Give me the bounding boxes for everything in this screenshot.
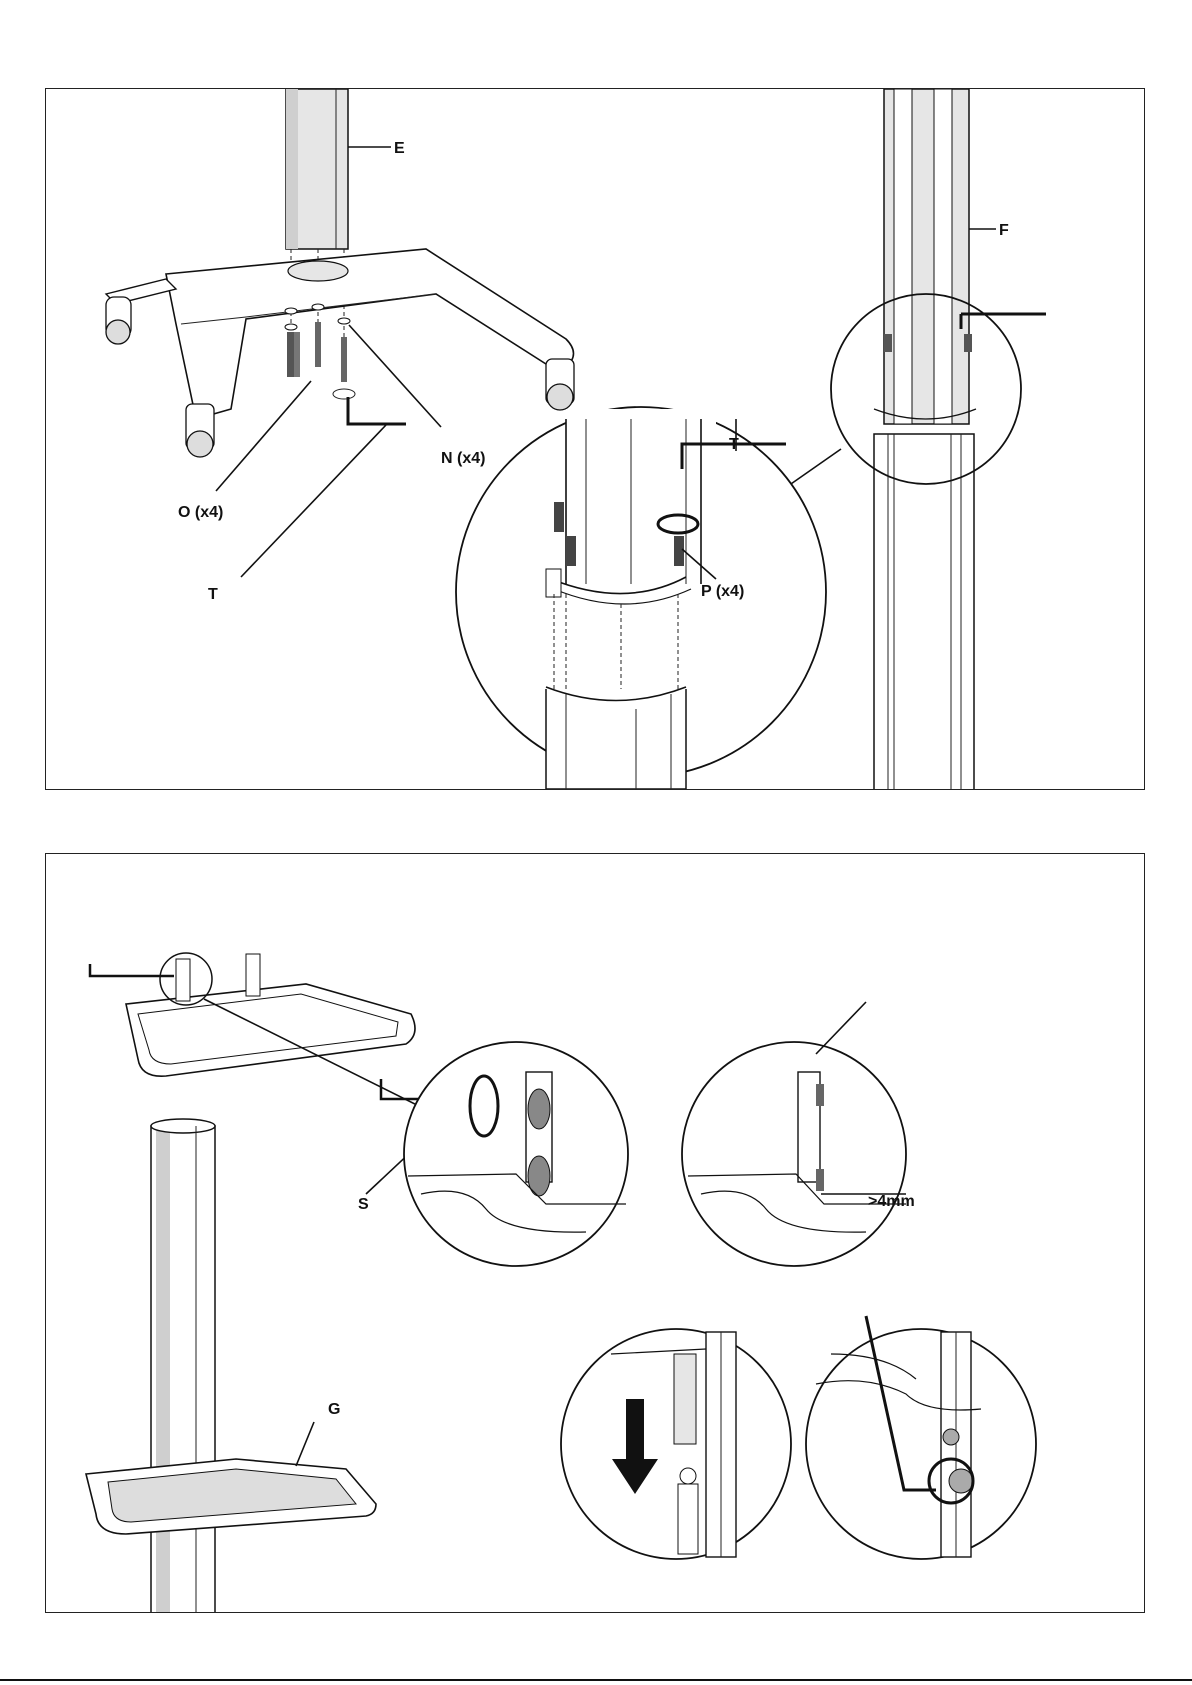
label-p: P (x4) [701,583,744,600]
tray-exploded [90,954,415,1076]
bolts-o [287,322,347,382]
column-e [286,89,391,249]
label-s: S [358,1196,369,1213]
detail-circle-gap [682,1042,906,1266]
label-t-upper: T [729,436,739,453]
detail-circle-slide-down [561,1329,791,1559]
column-f [874,89,1046,790]
detail-circle-lock [806,1316,1036,1559]
column-bottom [151,1119,215,1613]
label-gap: >4mm [868,1193,915,1210]
assembly-step-column-to-base: E N (x4) O (x4) T [45,88,1145,790]
caster-right [546,359,574,410]
caster-left [106,297,131,344]
hex-key-t-lower [333,389,406,424]
detail-circle-large [456,407,826,789]
assembly-step-tray: G S >4mm [45,853,1145,1613]
illustration-tray-mount: G S >4mm [46,854,1145,1613]
label-e: E [394,140,405,157]
caster-front [186,404,214,457]
illustration-column-to-base: E N (x4) O (x4) T [46,89,1145,790]
label-f: F [999,222,1009,239]
label-t-lower: T [208,586,218,603]
base-frame [106,249,574,419]
footer-rule [0,1679,1192,1681]
label-g: G [328,1401,340,1418]
detail-circle-tighten [404,1042,628,1266]
label-o: O (x4) [178,504,223,521]
tray-g [86,1459,376,1534]
label-n: N (x4) [441,450,485,467]
